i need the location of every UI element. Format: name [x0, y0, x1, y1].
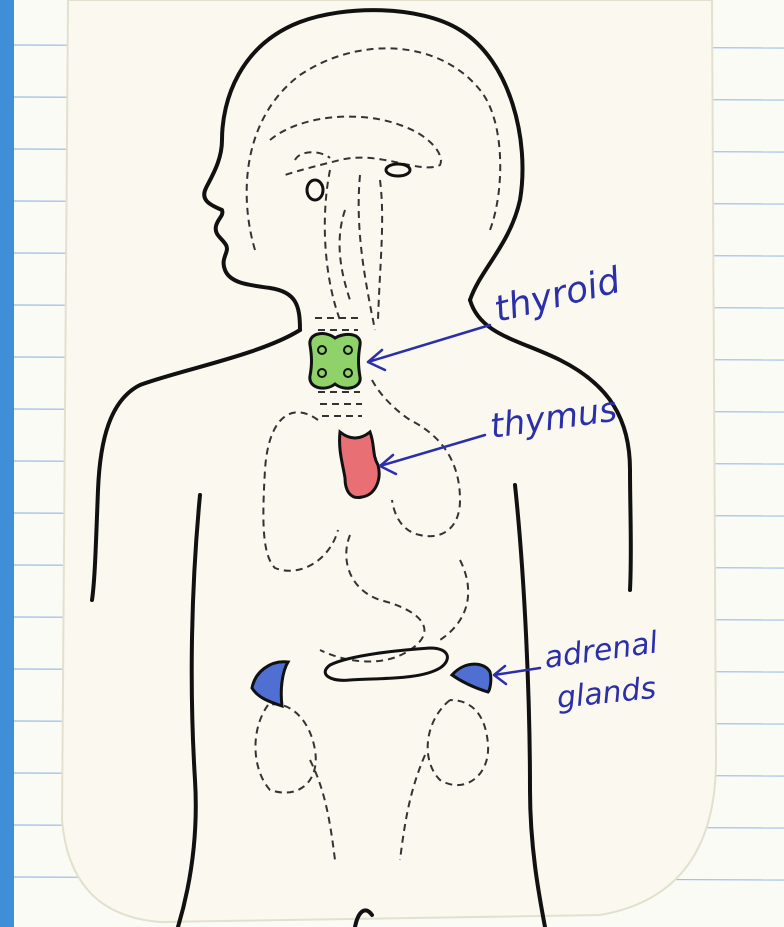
paper-card: [62, 0, 716, 922]
thyroid-gland: [310, 334, 360, 389]
thymus-gland: [340, 432, 380, 498]
